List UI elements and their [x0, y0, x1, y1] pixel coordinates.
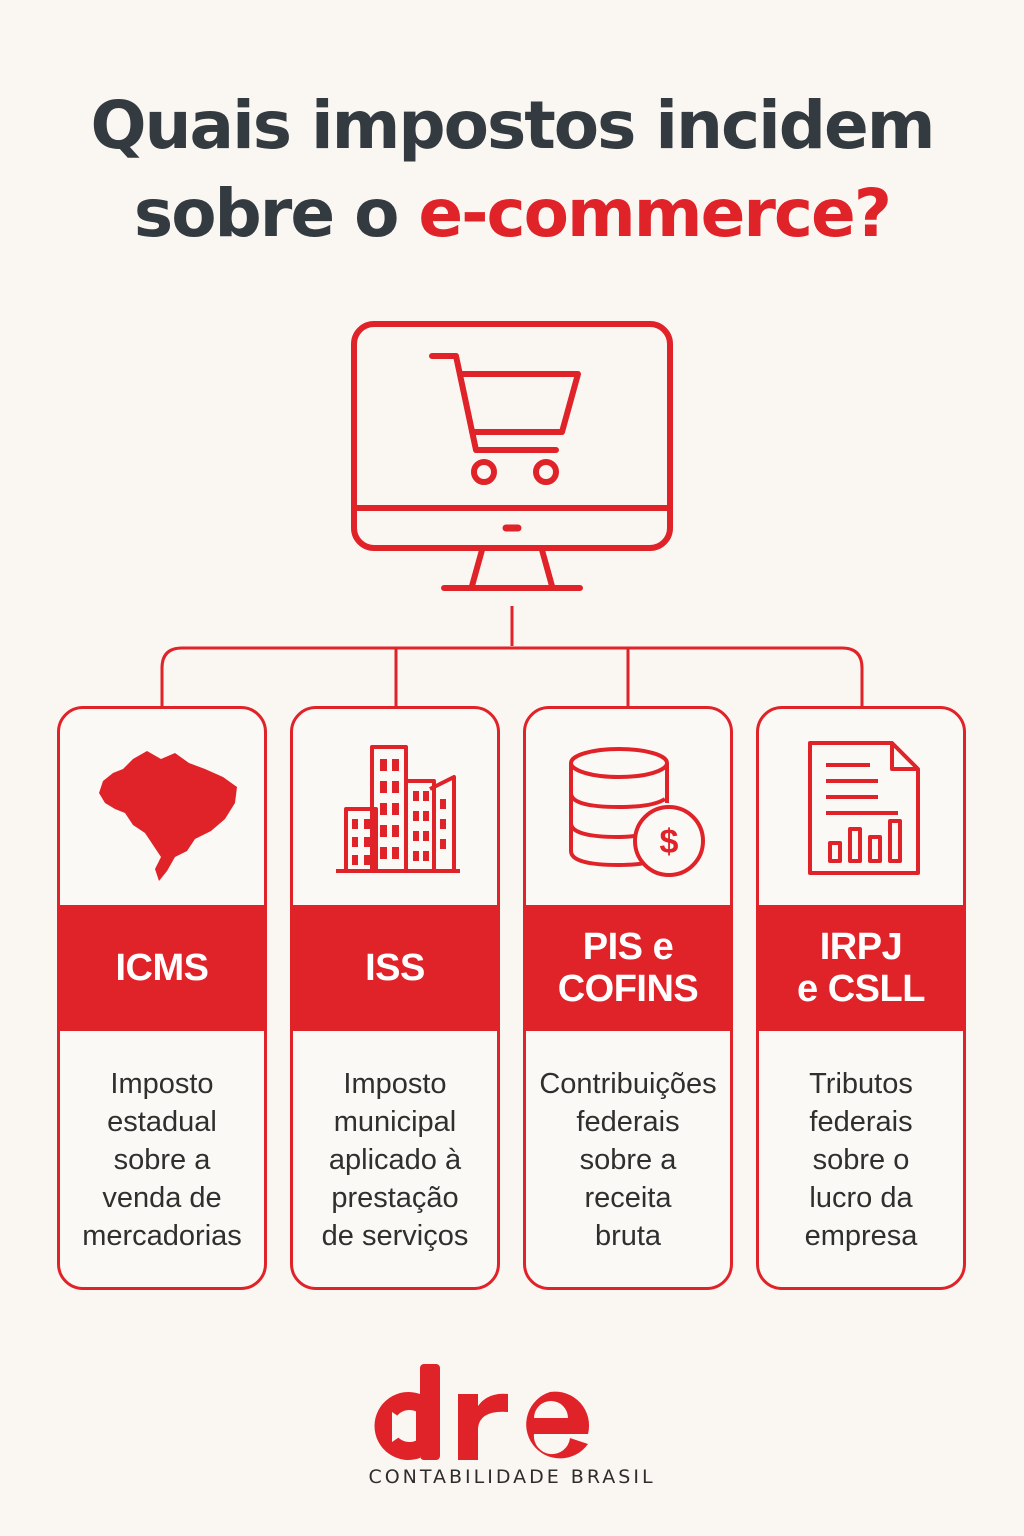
card-title: PIS e COFINS: [557, 926, 699, 1010]
city-buildings-icon: [336, 745, 460, 873]
connector-lines: [160, 606, 864, 708]
tax-card-iss: ISS Imposto municipal aplicado à prestaç…: [290, 706, 500, 1290]
card-title: IRPJ e CSLL: [797, 926, 925, 1010]
card-title-band: PIS e COFINS: [526, 905, 730, 1031]
card-title: ICMS: [115, 947, 210, 989]
card-icon-area: [759, 709, 963, 905]
card-icon-area: [293, 709, 497, 905]
tax-card-icms: ICMS Imposto estadual sobre a venda de m…: [57, 706, 267, 1290]
cart-wheel-right: [533, 459, 559, 485]
page-title: Quais impostos incidem sobre o e-commerce…: [0, 82, 1024, 258]
card-description: Tributos federais sobre o lucro da empre…: [804, 1068, 918, 1252]
card-description: Imposto estadual sobre a venda de mercad…: [82, 1068, 242, 1252]
dre-logo: [374, 1364, 590, 1460]
card-icon-area: $: [526, 709, 730, 905]
title-accent: e-commerce?: [418, 175, 892, 252]
brand-tagline: CONTABILIDADE BRASIL: [368, 1466, 656, 1488]
monitor-screen: [351, 321, 673, 551]
card-title-band: IRPJ e CSLL: [759, 905, 963, 1031]
card-title: ISS: [365, 947, 425, 989]
cart-wheel-left: [471, 459, 497, 485]
tax-card-irpj-csll: IRPJ e CSLL Tributos federais sobre o lu…: [756, 706, 966, 1290]
card-title-band: ISS: [293, 905, 497, 1031]
cart-icon: [429, 353, 581, 453]
card-title-band: ICMS: [60, 905, 264, 1031]
card-description: Contribuições federais sobre a receita b…: [539, 1068, 717, 1252]
monitor-cart-icon: [351, 321, 673, 591]
database-dollar-icon: $: [569, 747, 705, 877]
brazil-map-icon: [99, 751, 237, 881]
ecommerce-diagram: [160, 321, 864, 708]
card-icon-area: [60, 709, 264, 905]
title-line-1: Quais impostos incidem: [90, 87, 935, 164]
document-chart-icon: [808, 741, 920, 875]
card-description: Imposto municipal aplicado à prestação d…: [321, 1068, 469, 1252]
svg-text:$: $: [660, 823, 679, 861]
monitor-stand: [469, 547, 555, 589]
tax-card-pis-cofins: $ PIS e COFINS Contribuições federais so…: [523, 706, 733, 1290]
title-line-2: sobre o: [133, 175, 419, 252]
